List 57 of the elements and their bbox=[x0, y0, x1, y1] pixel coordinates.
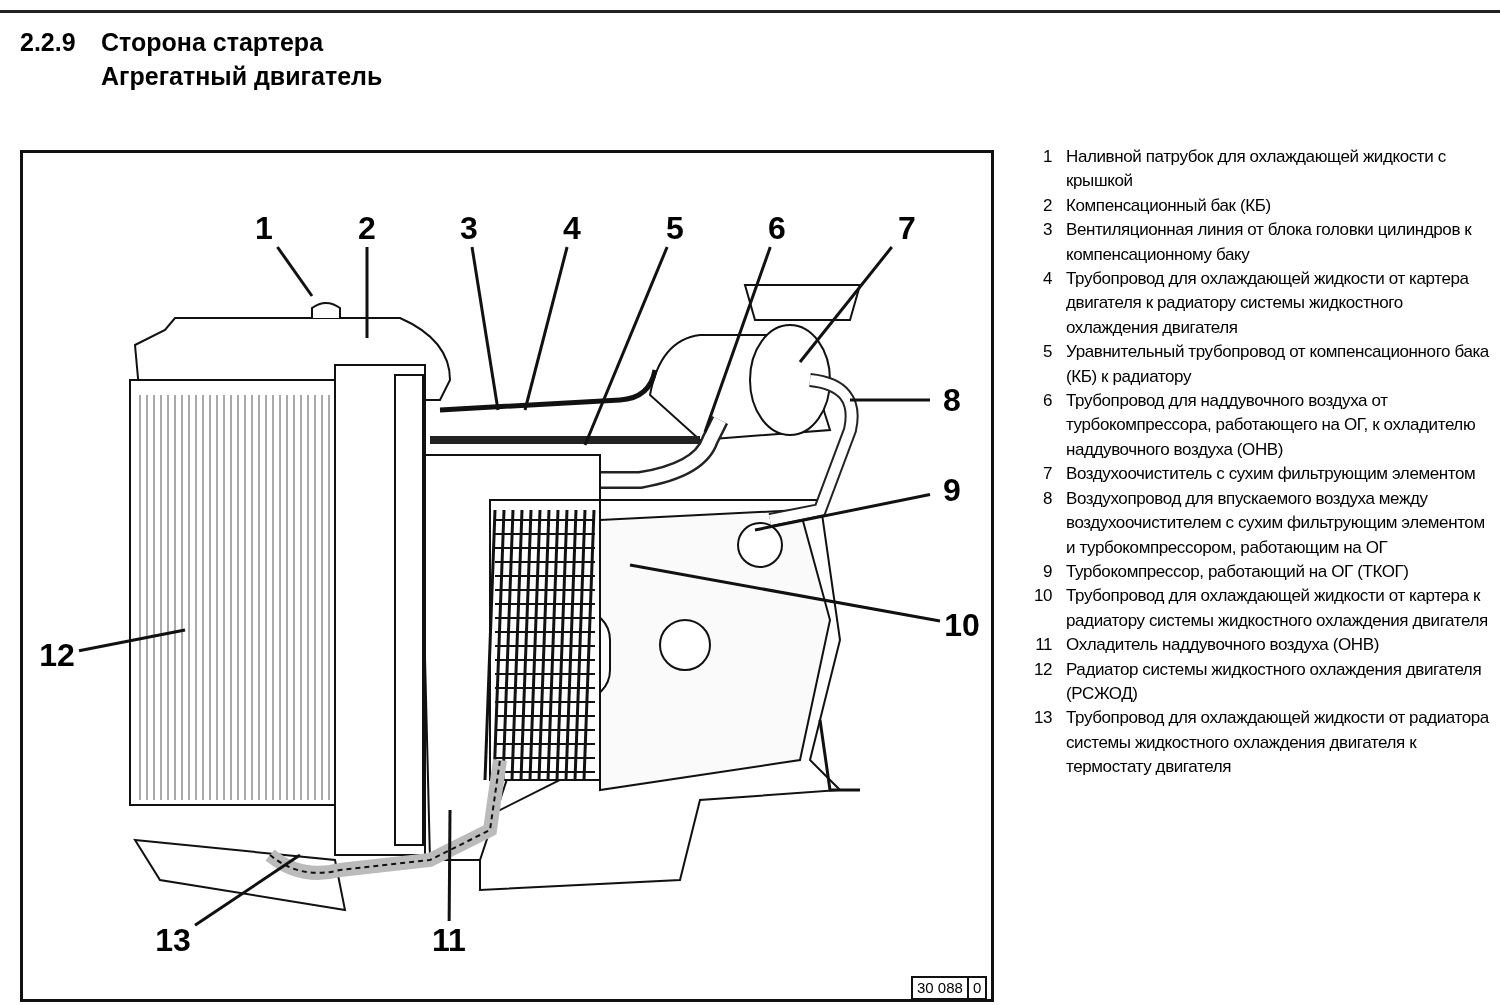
leader-line bbox=[447, 810, 452, 921]
leader-line bbox=[754, 493, 931, 532]
item-description: Вентиляционная линия от блока головки цилиндров к компенсационному баку bbox=[1066, 219, 1473, 266]
leader-line bbox=[194, 853, 301, 927]
item-number: 5 bbox=[1041, 341, 1052, 364]
item-number: 2 bbox=[1041, 194, 1052, 217]
leader-line bbox=[703, 246, 772, 433]
subtitle: Агрегатный двигатель bbox=[101, 61, 383, 92]
item-description: Трубопровод для охлаждающей жидкости от радиатора системы жидкостного охлаждения двигателя к термостату двигателя bbox=[1066, 707, 1491, 779]
item-number: 9 bbox=[1041, 560, 1052, 583]
callout-number: 4 bbox=[550, 209, 594, 247]
leader-line bbox=[276, 246, 314, 297]
item-number: 11 bbox=[1034, 634, 1052, 657]
item-description: Турбокомпрессор, работающий на ОГ (ТКОГ) bbox=[1066, 560, 1409, 583]
item-description: Воздухоочиститель с сухим фильтрующим элементом bbox=[1066, 463, 1476, 486]
item-description: Трубопровод для наддувочного воздуха от турбокомпрессора, работающего на ОГ, к охладителю наддувочного воздуха (ОНВ) bbox=[1066, 390, 1477, 461]
revision-number: 0 bbox=[968, 976, 988, 1000]
item-description: Охладитель наддувочного воздуха (ОНВ) bbox=[1066, 634, 1379, 657]
leader-line bbox=[850, 398, 930, 402]
callout-number: 11 bbox=[427, 921, 471, 959]
callout-number: 1 bbox=[242, 209, 286, 247]
item-description: Наливной патрубок для охлаждающей жидкости с крышкой bbox=[1066, 146, 1447, 193]
callout-number: 13 bbox=[151, 921, 195, 959]
title: Сторона стартера bbox=[101, 27, 324, 58]
item-number: 3 bbox=[1041, 219, 1052, 242]
leader-line bbox=[798, 246, 893, 363]
callout-number: 10 bbox=[940, 606, 984, 644]
leader-line bbox=[470, 246, 500, 411]
section-number: 2.2.9 bbox=[20, 27, 76, 58]
item-description: Радиатор системы жидкостного охлаждения двигателя (РСЖОД) bbox=[1066, 658, 1483, 705]
leader-line bbox=[629, 563, 941, 623]
callout-number: 8 bbox=[930, 381, 974, 419]
leader-line bbox=[365, 247, 369, 338]
leader-line bbox=[523, 246, 569, 411]
item-description: Трубопровод для охлаждающей жидкости от картера двигателя к радиатору системы жидкостного охлаждения двигателя bbox=[1066, 268, 1470, 339]
callout-number: 2 bbox=[345, 209, 389, 247]
item-description: Воздухопровод для впускаемого воздуха между воздухоочистителем с сухим фильтрующим элементом и турбокомпрессором, работающим на ОГ bbox=[1066, 487, 1486, 559]
item-number: 8 bbox=[1041, 487, 1052, 510]
item-number: 7 bbox=[1041, 463, 1052, 486]
item-description: Компенсационный бак (КБ) bbox=[1066, 194, 1271, 217]
leader-line bbox=[78, 628, 186, 653]
drawing-number: 30 088 bbox=[911, 976, 969, 1000]
callout-number: 9 bbox=[930, 471, 974, 509]
callout-number: 6 bbox=[755, 209, 799, 247]
item-description: Трубопровод для охлаждающей жидкости от картера к радиатору системы жидкостного охлаждения двигателя bbox=[1066, 585, 1489, 632]
callout-number: 3 bbox=[447, 209, 491, 247]
leader-line bbox=[583, 246, 669, 446]
callout-number: 5 bbox=[653, 209, 697, 247]
item-description: Уравнительный трубопровод от компенсационного бака (КБ) к радиатору bbox=[1066, 341, 1491, 388]
item-number: 10 bbox=[1032, 585, 1052, 608]
item-number: 4 bbox=[1041, 268, 1052, 291]
item-number: 12 bbox=[1032, 658, 1052, 681]
item-number: 1 bbox=[1041, 146, 1052, 168]
callout-number: 7 bbox=[885, 209, 929, 247]
item-number: 13 bbox=[1032, 707, 1052, 730]
callout-number: 12 bbox=[35, 636, 79, 674]
item-number: 6 bbox=[1041, 390, 1052, 413]
